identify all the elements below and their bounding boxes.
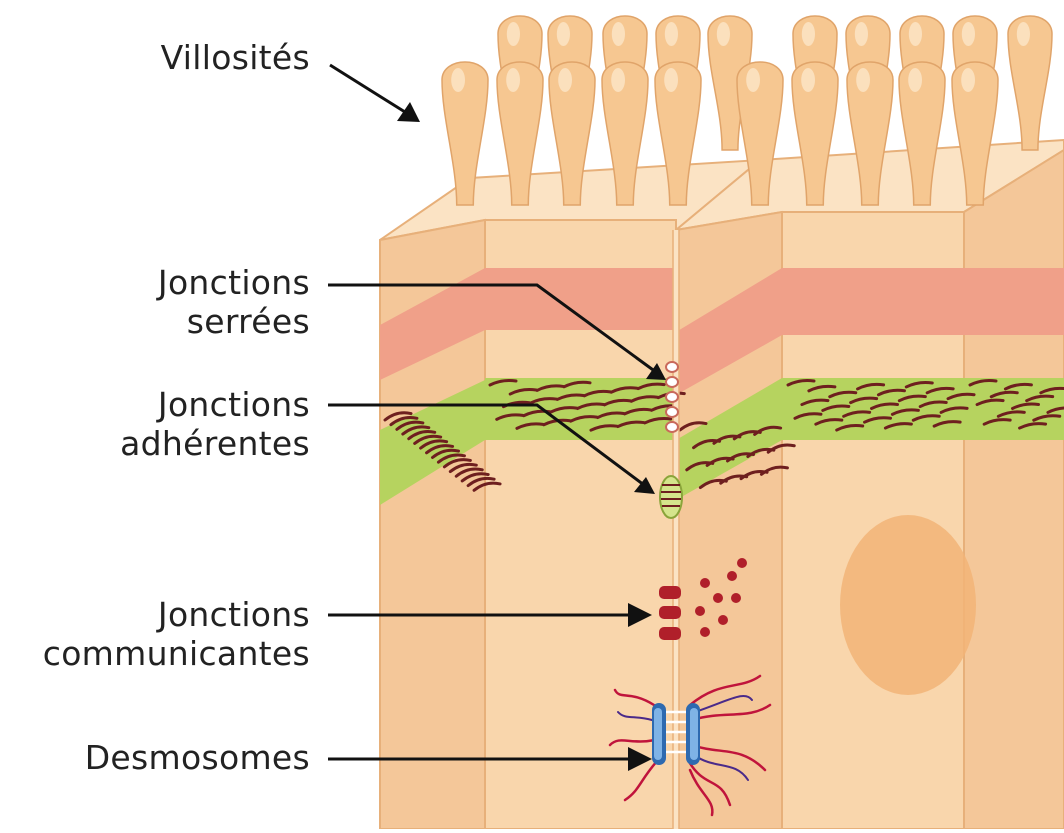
label-jonctions-adherentes-line2: adhérentes — [60, 424, 310, 464]
microvillus — [1008, 16, 1052, 150]
arrow-villosites — [330, 65, 405, 112]
label-jonctions-adherentes-line1: Jonctions — [100, 385, 310, 425]
nucleus — [840, 515, 976, 695]
cell-right-face — [964, 150, 1064, 829]
label-jonctions-serrees-line2: serrées — [100, 302, 310, 342]
label-jonctions-serrees-line1: Jonctions — [100, 263, 310, 303]
label-jonctions-communicantes-line2: communicantes — [0, 634, 310, 674]
label-desmosomes: Desmosomes — [40, 738, 310, 778]
label-villosites: Villosités — [140, 38, 310, 78]
label-jonctions-communicantes-line1: Jonctions — [100, 595, 310, 635]
adherens-junction-plaque — [660, 476, 682, 518]
